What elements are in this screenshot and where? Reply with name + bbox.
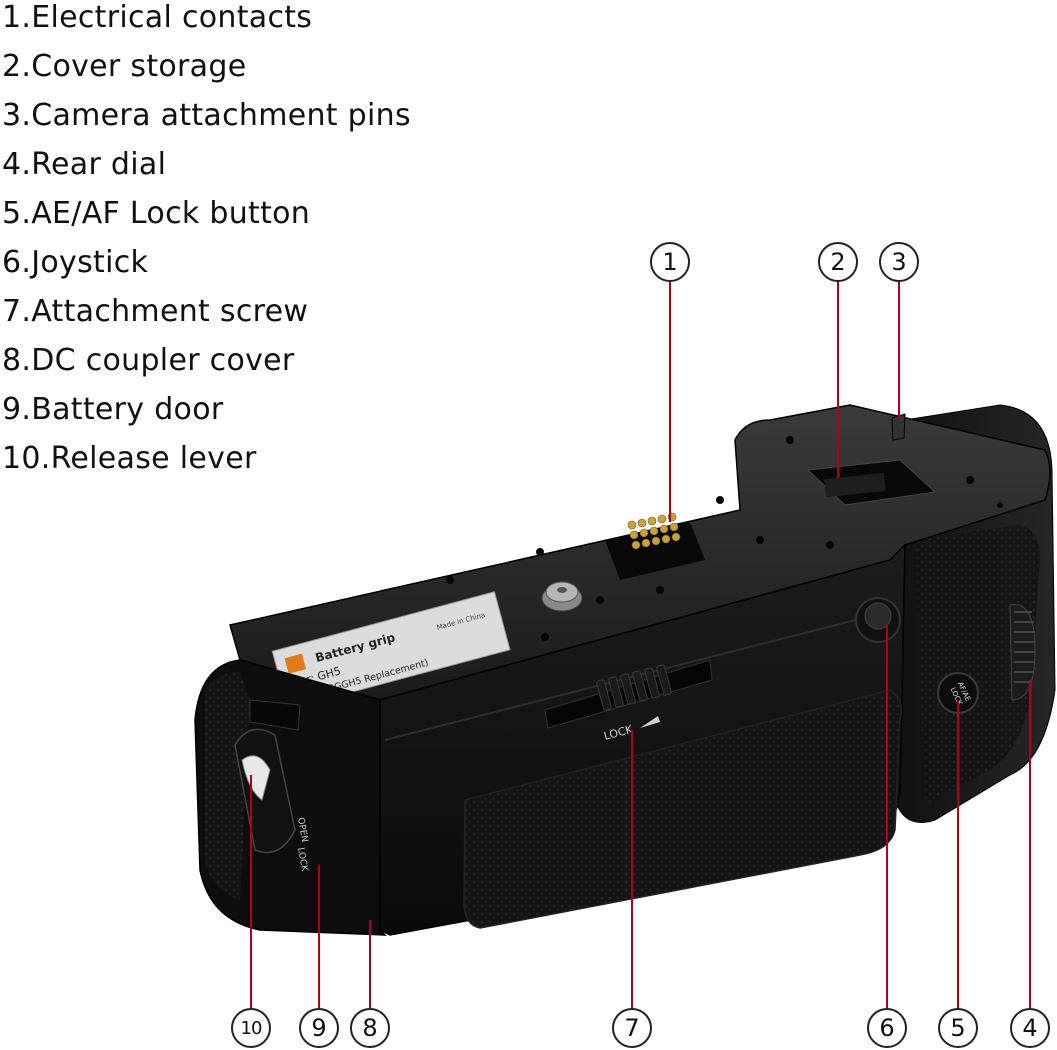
callout-2: 2 bbox=[818, 242, 858, 282]
legend-item-5: 5.AE/AF Lock button bbox=[2, 196, 311, 231]
lock-arrow-icon bbox=[640, 716, 660, 728]
joystick bbox=[855, 597, 901, 643]
legend-item-1: 1.Electrical contacts bbox=[2, 0, 313, 35]
attachment-pin bbox=[891, 413, 906, 441]
legend-item-9: 9.Battery door bbox=[2, 392, 224, 427]
legend-item-10: 10.Release lever bbox=[2, 441, 257, 476]
rear-textured-panel bbox=[915, 525, 1040, 805]
legend-item-4: 4.Rear dial bbox=[2, 147, 167, 182]
callout-1: 1 bbox=[650, 242, 690, 282]
legend-item-7: 7.Attachment screw bbox=[2, 294, 309, 329]
leader-lines bbox=[250, 281, 1031, 1008]
callout-3: 3 bbox=[879, 242, 919, 282]
left-grip-texture bbox=[205, 672, 250, 900]
legend-item-8: 8.DC coupler cover bbox=[2, 343, 295, 378]
lock-marking: LOCK bbox=[295, 847, 309, 873]
callout-6: 6 bbox=[867, 1008, 907, 1048]
callout-5: 5 bbox=[938, 1008, 978, 1048]
battery-door bbox=[463, 689, 902, 929]
callout-10: 10 bbox=[231, 1008, 271, 1048]
callout-4: 4 bbox=[1010, 1008, 1050, 1048]
electrical-contacts bbox=[627, 512, 681, 550]
product-sticker: Battery grip Made in China For: GH5 (DMW… bbox=[271, 591, 511, 710]
callout-9: 9 bbox=[299, 1008, 339, 1048]
open-marking: OPEN bbox=[295, 817, 309, 843]
tripod-screw bbox=[541, 581, 583, 612]
dc-coupler-slot bbox=[249, 699, 301, 731]
legend-item-2: 2.Cover storage bbox=[2, 49, 247, 84]
rear-dial bbox=[1009, 604, 1036, 701]
legend-item-6: 6.Joystick bbox=[2, 245, 149, 280]
callout-7: 7 bbox=[612, 1008, 652, 1048]
legend-item-3: 3.Camera attachment pins bbox=[2, 98, 411, 133]
callout-8: 8 bbox=[350, 1008, 390, 1048]
